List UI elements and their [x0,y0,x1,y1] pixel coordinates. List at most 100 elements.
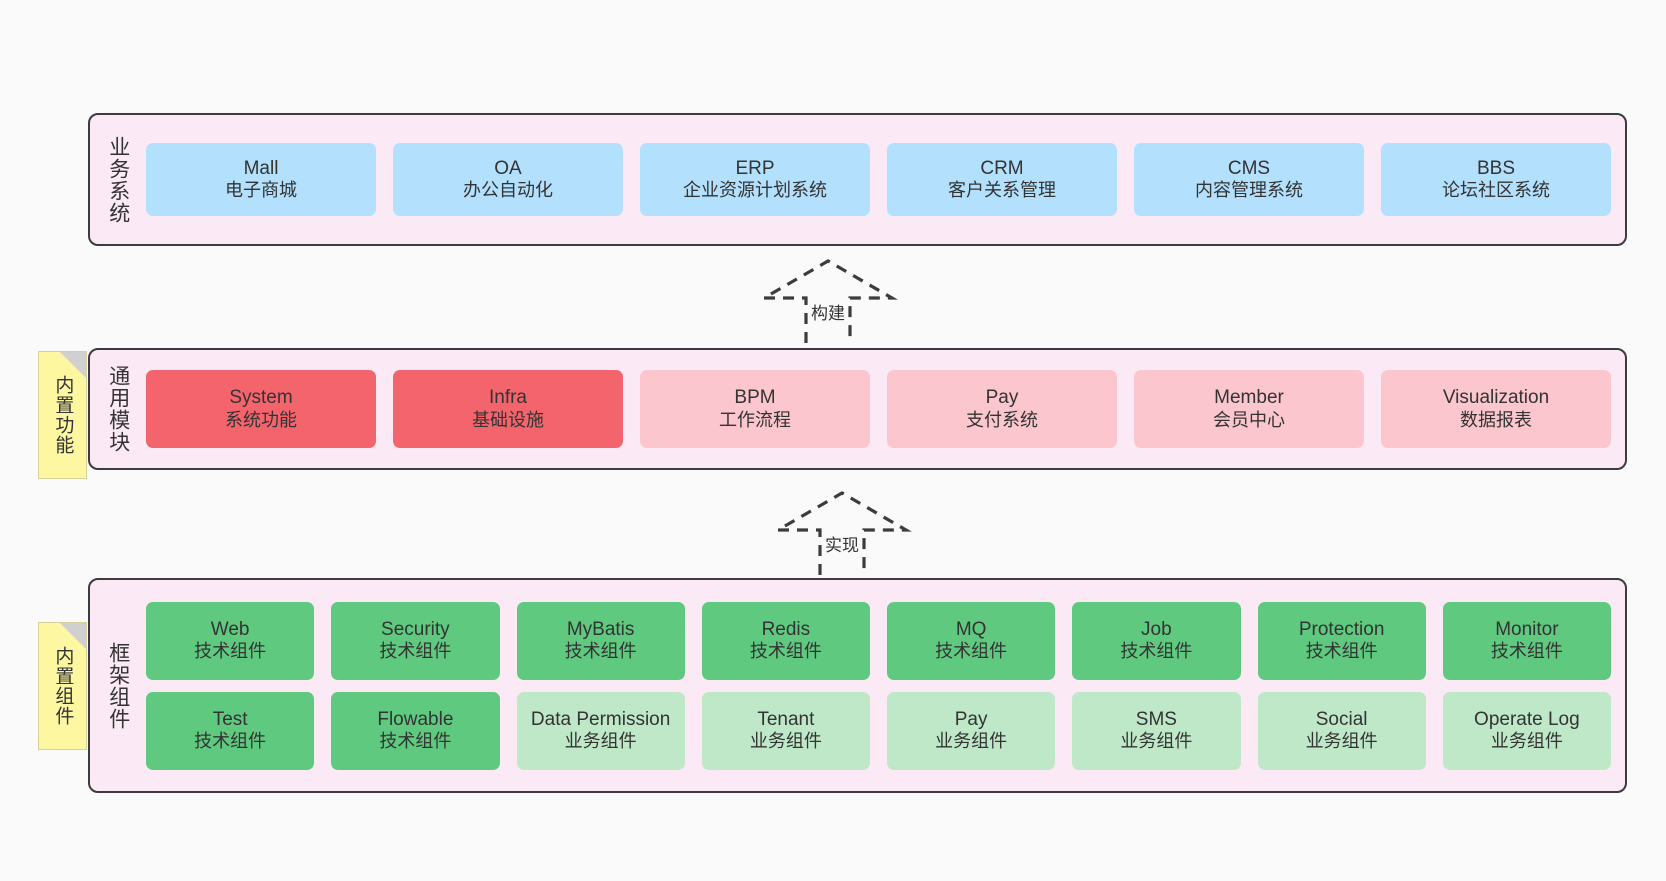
layer-framework-component: 框架组件 Web 技术组件 Security 技术组件 MyBatis 技术组件… [88,578,1627,793]
arrow-label-implement: 实现 [825,536,859,555]
card-title-en: Operate Log [1474,708,1580,730]
card-title-cn: 业务组件 [935,731,1008,752]
card-member[interactable]: Member 会员中心 [1134,370,1364,448]
card-title-en: Pay [985,387,1019,409]
card-crm[interactable]: CRM 客户关系管理 [887,143,1117,216]
card-social[interactable]: Social 业务组件 [1257,691,1426,770]
card-title-en: Monitor [1495,618,1559,640]
card-title-cn: 客户关系管理 [948,180,1056,201]
card-operate-log[interactable]: Operate Log 业务组件 [1442,691,1611,770]
card-cms[interactable]: CMS 内容管理系统 [1134,143,1364,216]
card-title-cn: 技术组件 [379,641,452,662]
card-title-cn: 技术组件 [1305,641,1378,662]
card-monitor[interactable]: Monitor 技术组件 [1442,601,1611,680]
card-title-cn: 技术组件 [194,731,267,752]
card-data-permission[interactable]: Data Permission 业务组件 [516,691,685,770]
layer-title-business-system: 业务系统 [106,135,130,224]
card-title-cn: 技术组件 [194,641,267,662]
card-security[interactable]: Security 技术组件 [331,601,500,680]
layer-business-system: 业务系统 Mall 电子商城 OA 办公自动化 ERP 企业资源计划系统 CRM… [88,113,1627,246]
card-title-en: ERP [735,157,775,179]
card-title-en: Visualization [1442,387,1550,409]
card-title-en: Data Permission [530,708,671,730]
card-title-en: Security [381,618,450,640]
card-title-cn: 业务组件 [749,731,822,752]
card-title-cn: 业务组件 [1490,731,1563,752]
card-bpm[interactable]: BPM 工作流程 [640,370,870,448]
layer-body-common-module: System 系统功能 Infra 基础设施 BPM 工作流程 Pay 支付系统… [136,350,1625,468]
arrow-label-build: 构建 [811,304,845,323]
card-title-en: Flowable [377,708,454,730]
note-label: 内置组件 [52,646,74,726]
card-title-cn: 电子商城 [225,180,297,201]
card-title-en: Pay [954,708,988,730]
card-title-en: Mall [243,157,279,179]
card-mall[interactable]: Mall 电子商城 [146,143,376,216]
card-row: Web 技术组件 Security 技术组件 MyBatis 技术组件 Redi… [146,601,1611,680]
card-row: Test 技术组件 Flowable 技术组件 Data Permission … [146,691,1611,770]
arrow-implement: 实现 [770,490,914,576]
card-bbs[interactable]: BBS 论坛社区系统 [1381,143,1611,216]
card-flowable[interactable]: Flowable 技术组件 [331,691,500,770]
card-title-en: Web [210,618,250,640]
card-title-en: Member [1214,387,1284,409]
card-tenant[interactable]: Tenant 业务组件 [701,691,870,770]
card-pay[interactable]: Pay 支付系统 [887,370,1117,448]
note-builtin-feature: 内置功能 [38,351,87,479]
card-title-cn: 技术组件 [1490,641,1563,662]
card-title-en: Protection [1298,618,1385,640]
layer-title-framework-component: 框架组件 [106,641,130,730]
card-system[interactable]: System 系统功能 [146,370,376,448]
arrow-build: 构建 [756,258,900,344]
card-title-cn: 技术组件 [935,641,1008,662]
card-title-en: Tenant [757,708,815,730]
card-infra[interactable]: Infra 基础设施 [393,370,623,448]
card-title-cn: 技术组件 [564,641,637,662]
card-protection[interactable]: Protection 技术组件 [1257,601,1426,680]
card-erp[interactable]: ERP 企业资源计划系统 [640,143,870,216]
card-title-cn: 企业资源计划系统 [683,180,827,201]
card-title-cn: 数据报表 [1460,409,1532,430]
card-title-en: BPM [734,387,776,409]
note-label: 内置功能 [52,375,74,455]
layer-body-business-system: Mall 电子商城 OA 办公自动化 ERP 企业资源计划系统 CRM 客户关系… [136,115,1625,244]
card-sms[interactable]: SMS 业务组件 [1072,691,1241,770]
card-title-cn: 工作流程 [719,409,791,430]
card-title-cn: 技术组件 [379,731,452,752]
card-title-cn: 技术组件 [1120,641,1193,662]
card-title-cn: 办公自动化 [463,180,553,201]
card-title-en: Test [212,708,248,730]
card-web[interactable]: Web 技术组件 [146,601,315,680]
note-fold-corner [60,352,86,378]
layer-common-module: 通用模块 System 系统功能 Infra 基础设施 BPM 工作流程 Pay… [88,348,1627,470]
card-job[interactable]: Job 技术组件 [1072,601,1241,680]
card-title-cn: 技术组件 [749,641,822,662]
card-title-en: SMS [1135,708,1177,730]
card-title-cn: 业务组件 [1305,731,1378,752]
card-title-en: Redis [761,618,811,640]
card-pay-business[interactable]: Pay 业务组件 [887,691,1056,770]
card-title-en: Social [1315,708,1368,730]
card-mybatis[interactable]: MyBatis 技术组件 [516,601,685,680]
card-title-cn: 业务组件 [564,731,637,752]
card-title-cn: 基础设施 [472,409,544,430]
card-oa[interactable]: OA 办公自动化 [393,143,623,216]
card-title-cn: 支付系统 [966,409,1038,430]
card-mq[interactable]: MQ 技术组件 [887,601,1056,680]
card-title-cn: 内容管理系统 [1195,180,1303,201]
card-title-cn: 业务组件 [1120,731,1193,752]
card-title-en: Infra [488,387,528,409]
card-title-en: CMS [1227,157,1271,179]
card-redis[interactable]: Redis 技术组件 [701,601,870,680]
card-title-en: CRM [980,157,1024,179]
card-title-en: OA [494,157,522,179]
card-row: Mall 电子商城 OA 办公自动化 ERP 企业资源计划系统 CRM 客户关系… [146,143,1611,216]
card-title-en: System [229,387,293,409]
card-test[interactable]: Test 技术组件 [146,691,315,770]
card-title-cn: 会员中心 [1213,409,1285,430]
card-title-cn: 论坛社区系统 [1442,180,1550,201]
card-row: System 系统功能 Infra 基础设施 BPM 工作流程 Pay 支付系统… [146,370,1611,448]
card-title-en: Job [1141,618,1172,640]
note-builtin-component: 内置组件 [38,622,87,750]
card-visualization[interactable]: Visualization 数据报表 [1381,370,1611,448]
